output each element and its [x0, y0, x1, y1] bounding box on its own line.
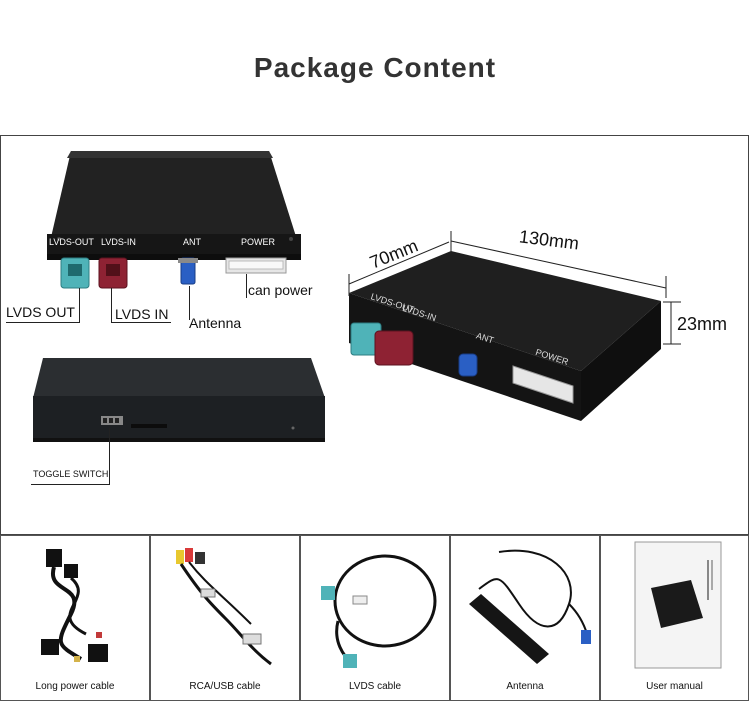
lvds-out-leader-line [79, 288, 80, 322]
user-manual-image [634, 541, 722, 669]
toggle-switch-leader-line [109, 428, 110, 484]
accessory-caption: Long power cable [35, 681, 115, 692]
module-angled-view [349, 251, 661, 421]
toggle-switch-underline [31, 484, 110, 485]
dimension-lines [348, 231, 681, 345]
accessory-long-power-cable: Long power cable [0, 535, 150, 701]
accessory-lvds-cable: LVDS cable [300, 535, 450, 701]
lvds-cable-image [321, 554, 437, 668]
accessory-caption: User manual [646, 681, 703, 692]
lvds-in-print: LVDS-IN [101, 237, 136, 247]
rca-usb-cable-image [176, 548, 272, 666]
power-print: POWER [241, 237, 276, 247]
page-title: Package Content [253, 52, 497, 83]
module-side-view [33, 358, 325, 442]
lvds-out-underline [6, 322, 80, 323]
can-power-leader-line [246, 274, 247, 298]
accessory-rca-usb-cable: RCA/USB cable [150, 535, 300, 701]
toggle-switch-callout: TOGGLE SWITCH [33, 469, 109, 479]
antenna-image [469, 549, 591, 664]
ant-print: ANT [183, 237, 201, 247]
antenna-leader-line [189, 286, 190, 320]
long-power-cable-image [41, 549, 108, 662]
lvds-out-callout: LVDS OUT [6, 304, 75, 320]
accessory-caption: LVDS cable [348, 681, 402, 692]
accessory-user-manual: User manual [600, 535, 749, 701]
lvds-in-callout: LVDS IN [115, 306, 169, 322]
main-product-panel: LVDS-OUT LVDS-IN ANT POWER LVDS OUT LVDS… [0, 135, 749, 535]
lvds-in-underline [111, 322, 171, 323]
accessory-strip: Long power cable RCA/USB cable LVDS cabl… [0, 535, 749, 701]
module-front-view [47, 151, 301, 289]
lvds-out-print: LVDS-OUT [49, 237, 94, 247]
lvds-in-leader-line [111, 288, 112, 322]
accessory-caption: Antenna [506, 681, 544, 692]
dimension-height: 23mm [677, 314, 728, 334]
can-power-callout: can power [248, 282, 313, 298]
accessory-caption: RCA/USB cable [189, 681, 261, 692]
accessory-antenna: Antenna [450, 535, 600, 701]
antenna-callout: Antenna [189, 315, 242, 331]
